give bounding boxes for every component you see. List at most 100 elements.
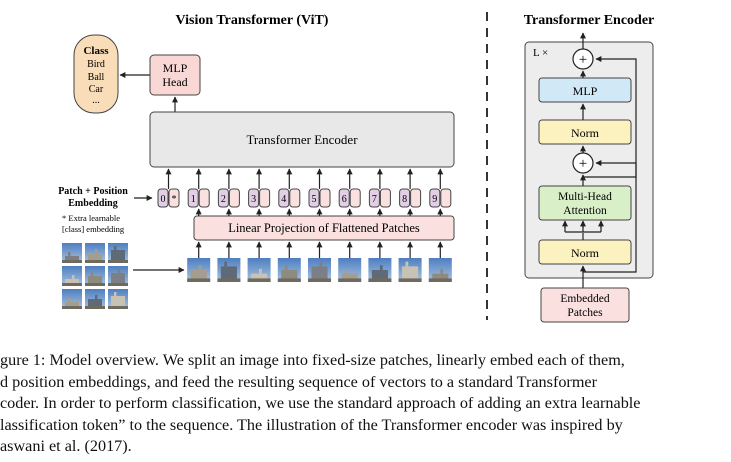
image-patch: [108, 289, 128, 309]
position-label: 2: [221, 194, 226, 205]
embedded-patches-line1: Embedded: [560, 293, 609, 305]
extra-learnable-line2: [class] embedding: [62, 224, 125, 234]
attention-box: [538, 185, 632, 221]
flattened-patch-3: [247, 258, 271, 282]
linear-projection-label: Linear Projection of Flattened Patches: [228, 221, 420, 235]
linear-projection-box: [193, 215, 455, 241]
position-label: 0: [161, 194, 166, 205]
flattened-patch-2: [217, 258, 241, 282]
mlp-head-line1: MLP: [163, 61, 188, 75]
add-symbol-top: +: [579, 52, 587, 68]
flattened-patch-row: [187, 258, 452, 282]
patch-embedding: [349, 188, 361, 208]
position-label: 4: [281, 194, 286, 205]
patch-token-8: 8: [399, 188, 422, 208]
attention-label-line1: Multi-Head: [558, 191, 612, 203]
patch-position-label-line2: Embedding: [68, 198, 117, 209]
mlp-label: MLP: [573, 84, 598, 98]
position-embedding: [368, 188, 380, 208]
position-embedding: [217, 188, 229, 208]
flattened-patch-6: [338, 258, 362, 282]
mlp-head-box: [149, 54, 201, 96]
position-embedding: [429, 188, 441, 208]
norm-label-bottom: Norm: [571, 246, 600, 260]
position-embedding: [157, 188, 169, 208]
position-embedding: [187, 188, 199, 208]
position-embedding: [399, 188, 411, 208]
patch-embedding: [168, 188, 180, 208]
flattened-patch-4: [277, 258, 301, 282]
patch-token-6: 6: [338, 188, 361, 208]
embedded-patches-line2: Patches: [567, 307, 603, 319]
caption-line: coder. In order to perform classificatio…: [0, 394, 641, 412]
position-label: 5: [312, 194, 317, 205]
figure-caption: gure 1: Model overview. We split an imag…: [0, 350, 731, 458]
image-patch: [62, 266, 82, 286]
vit-title: Vision Transformer (ViT): [176, 13, 329, 28]
position-label: 3: [251, 194, 256, 205]
position-embedding: [278, 188, 290, 208]
patch-token-3: 3: [248, 188, 271, 208]
patch-embedding: [289, 188, 301, 208]
caption-line: aswani et al. (2017).: [0, 437, 132, 455]
patch-arrows: [195, 208, 444, 258]
patch-position-label-line1: Patch + Position: [58, 186, 128, 197]
class-item-car: Car: [89, 84, 104, 95]
caption-line: lassification token” to the sequence. Th…: [0, 415, 623, 434]
residual-connection-bottom: [583, 160, 637, 273]
attention-label-line2: Attention: [563, 205, 607, 217]
image-patch: [85, 266, 105, 286]
transformer-encoder-label: Transformer Encoder: [246, 132, 358, 147]
image-patch: [62, 243, 82, 263]
patch-token-1: 1: [187, 188, 210, 208]
transformer-encoder-box: [149, 111, 455, 168]
patch-embedding: [440, 188, 452, 208]
repeat-label: L ×: [533, 47, 548, 59]
norm-box-bottom: [538, 239, 632, 265]
patch-embedding: [319, 188, 331, 208]
patch-embedding: [259, 188, 271, 208]
position-label: 9: [432, 194, 437, 205]
patch-embedding: [410, 188, 422, 208]
patch-embedding: [228, 188, 240, 208]
norm-box-top: [538, 119, 632, 145]
image-patch: [108, 266, 128, 286]
image-patch: [85, 243, 105, 263]
position-embedding: [248, 188, 260, 208]
patch-token-5: 5: [308, 188, 331, 208]
position-label: 7: [372, 194, 377, 205]
extra-learnable-line1: * Extra learnable: [62, 213, 120, 223]
patch-token-9: 9: [429, 188, 452, 208]
caption-line: gure 1: Model overview. We split an imag…: [0, 351, 625, 369]
flattened-patch-9: [428, 258, 452, 282]
class-item-ellipsis: ...: [92, 95, 100, 106]
class-box: [73, 34, 119, 114]
patch-embedding: [198, 188, 210, 208]
patch-token-4: 4: [278, 188, 301, 208]
position-embedding: [308, 188, 320, 208]
flattened-patch-8: [398, 258, 422, 282]
image-patch: [108, 243, 128, 263]
input-image-grid: [62, 243, 128, 309]
image-patch: [62, 289, 82, 309]
flattened-patch-1: [187, 258, 211, 282]
class-item-ball: Ball: [88, 72, 105, 83]
position-label: 8: [402, 194, 407, 205]
class-item-bird: Bird: [87, 59, 105, 70]
position-label: 1: [191, 194, 196, 205]
position-label: 6: [342, 194, 347, 205]
caption-line: d position embeddings, and feed the resu…: [0, 372, 597, 391]
mlp-box: [538, 77, 632, 103]
flattened-patch-5: [308, 258, 331, 282]
flattened-patch-7: [368, 258, 392, 282]
patch-embedding: [379, 188, 391, 208]
class-token-star: *: [172, 194, 177, 205]
token-arrows: [165, 168, 444, 189]
patch-token-2: 2: [217, 188, 240, 208]
encoder-panel-title: Transformer Encoder: [524, 13, 655, 28]
norm-label-top: Norm: [571, 126, 600, 140]
class-token: 0*: [157, 188, 180, 208]
add-symbol-middle: +: [579, 156, 587, 172]
embedded-patches-box: [540, 287, 630, 323]
